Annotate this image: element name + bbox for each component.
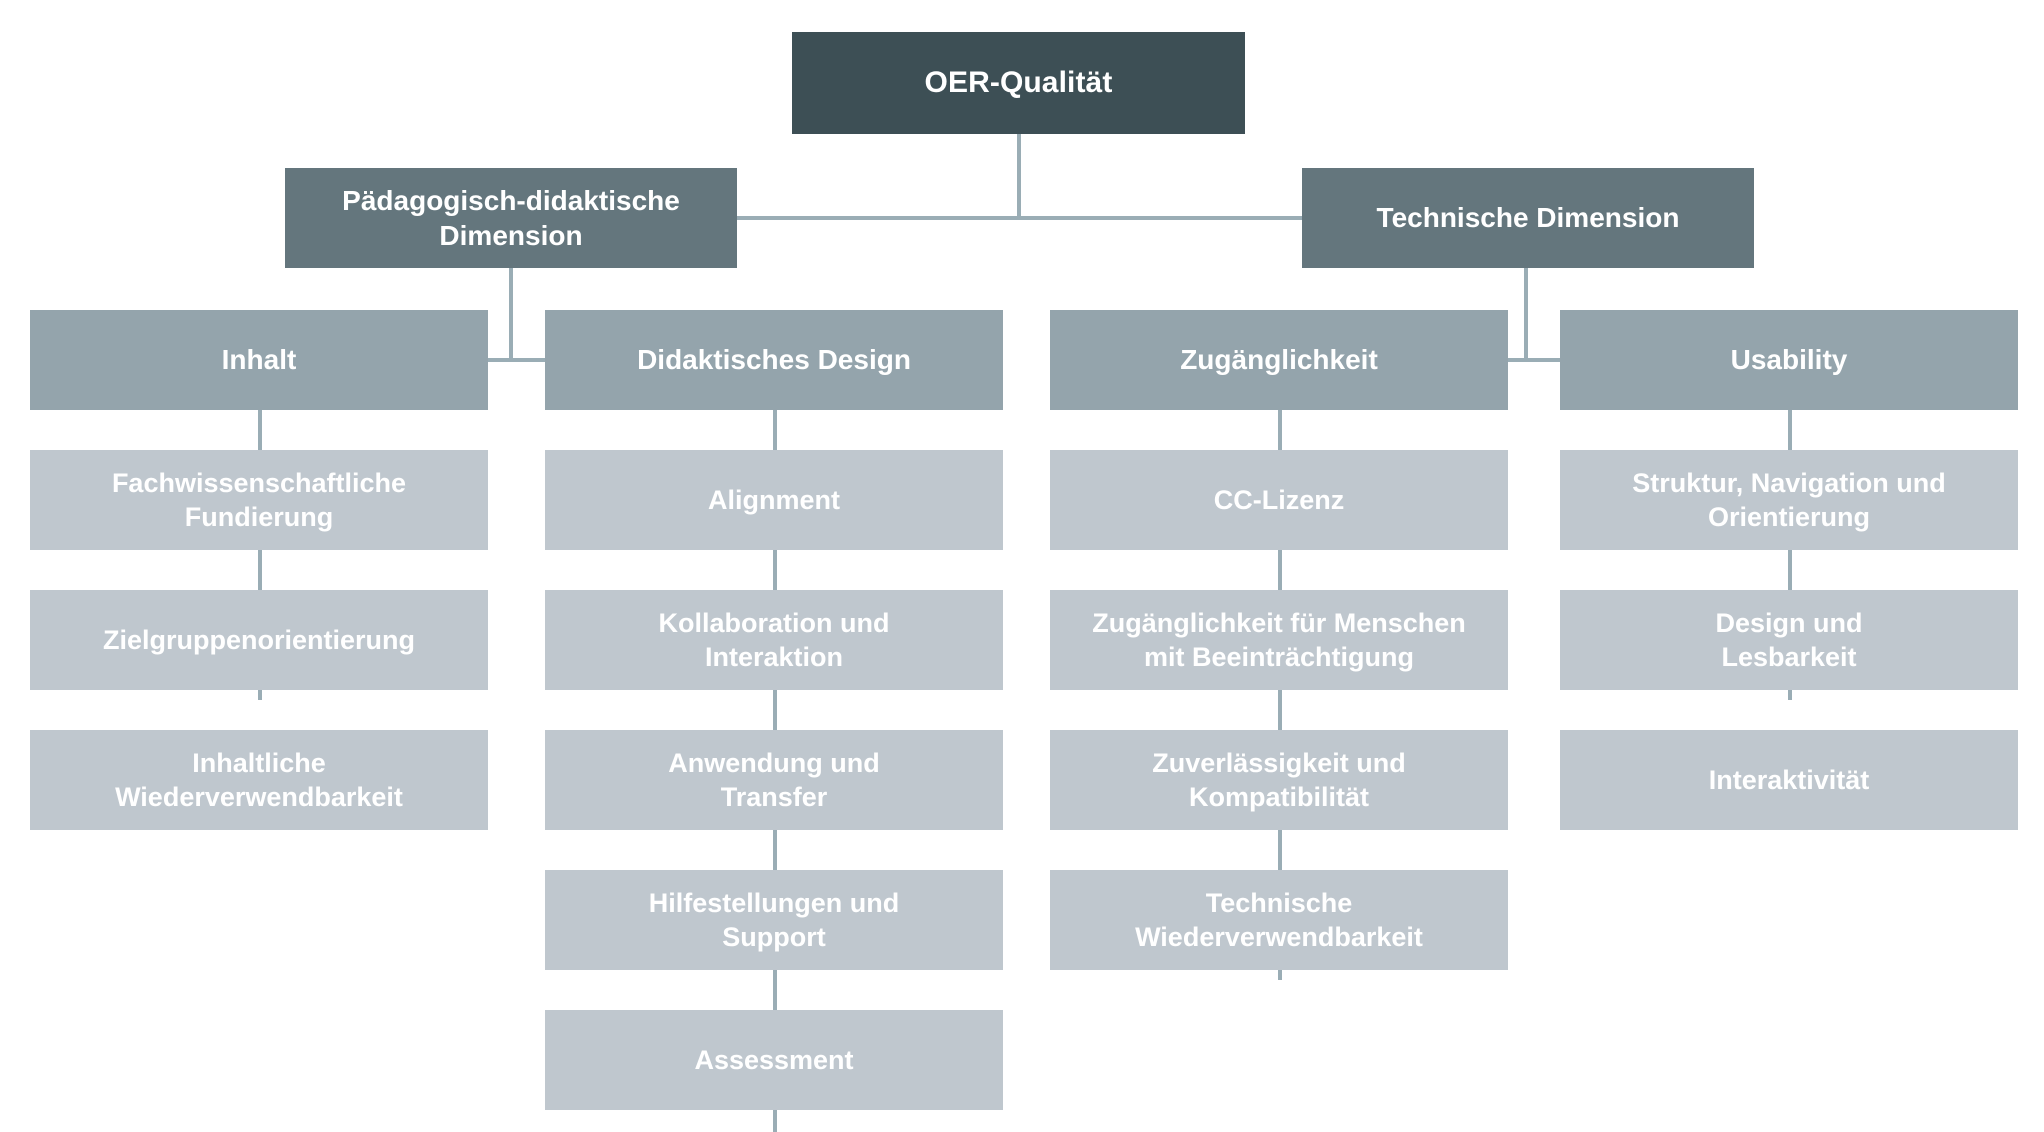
node-item-label: Zielgruppenorientierung — [102, 624, 415, 655]
node-category-inhalt-label: Inhalt — [221, 344, 297, 376]
node-item[interactable]: Zuverlässigkeit und Kompatibilität — [1050, 730, 1508, 830]
connector-root-down — [1017, 134, 1021, 220]
connector-paed-down — [509, 268, 513, 360]
node-item-label: Anwendung und Transfer — [668, 747, 880, 812]
node-category-usability[interactable]: Usability — [1560, 310, 2018, 410]
connector-dimension-spine — [737, 216, 1302, 220]
node-item[interactable]: Design und Lesbarkeit — [1560, 590, 2018, 690]
connector-tech-tbar — [1503, 358, 1563, 362]
node-item-label: Kollaboration und Interaktion — [658, 607, 890, 672]
node-category-usability-label: Usability — [1730, 344, 1848, 376]
connector-paed-tbar — [488, 358, 548, 362]
node-item[interactable]: Inhaltliche Wiederverwendbarkeit — [30, 730, 488, 830]
node-root-label: OER-Qualität — [924, 66, 1113, 100]
node-item[interactable]: Struktur, Navigation und Orientierung — [1560, 450, 2018, 550]
node-item[interactable]: Kollaboration und Interaktion — [545, 590, 1003, 690]
node-category-didaktisches-design-label: Didaktisches Design — [637, 344, 911, 376]
node-root[interactable]: OER-Qualität — [792, 32, 1245, 134]
node-item-label: Inhaltliche Wiederverwendbarkeit — [115, 747, 403, 812]
node-item[interactable]: Anwendung und Transfer — [545, 730, 1003, 830]
node-item[interactable]: Zugänglichkeit für Menschen mit Beeinträ… — [1050, 590, 1508, 690]
node-category-inhalt[interactable]: Inhalt — [30, 310, 488, 410]
node-dimension-paedagogisch-label: Pädagogisch-didaktische Dimension — [342, 184, 680, 251]
node-item-label: Zugänglichkeit für Menschen mit Beeinträ… — [1092, 607, 1466, 672]
connector-column-1 — [258, 410, 262, 700]
node-item-label: Fachwissenschaftliche Fundierung — [111, 467, 407, 532]
node-item-label: Alignment — [708, 484, 840, 515]
node-item-label: Interaktivität — [1708, 764, 1870, 795]
node-item-label: Hilfestellungen und Support — [648, 887, 900, 952]
connector-column-4 — [1788, 410, 1792, 700]
node-item[interactable]: Interaktivität — [1560, 730, 2018, 830]
node-dimension-technische-label: Technische Dimension — [1376, 202, 1680, 234]
node-category-zugaenglichkeit[interactable]: Zugänglichkeit — [1050, 310, 1508, 410]
node-item[interactable]: Technische Wiederverwendbarkeit — [1050, 870, 1508, 970]
node-item[interactable]: Assessment — [545, 1010, 1003, 1110]
node-item[interactable]: Fachwissenschaftliche Fundierung — [30, 450, 488, 550]
node-dimension-technische[interactable]: Technische Dimension — [1302, 168, 1754, 268]
node-item-label: CC-Lizenz — [1213, 484, 1345, 515]
node-item-label: Zuverlässigkeit und Kompatibilität — [1152, 747, 1406, 812]
node-item[interactable]: CC-Lizenz — [1050, 450, 1508, 550]
node-category-zugaenglichkeit-label: Zugänglichkeit — [1180, 344, 1378, 376]
node-item-label: Design und Lesbarkeit — [1715, 607, 1863, 672]
node-item-label: Assessment — [694, 1044, 854, 1075]
connector-tech-down — [1524, 268, 1528, 360]
node-item[interactable]: Hilfestellungen und Support — [545, 870, 1003, 970]
node-category-didaktisches-design[interactable]: Didaktisches Design — [545, 310, 1003, 410]
node-item-label: Struktur, Navigation und Orientierung — [1632, 467, 1946, 532]
connector-column-3 — [1278, 410, 1282, 980]
node-item-label: Technische Wiederverwendbarkeit — [1135, 887, 1423, 952]
node-item[interactable]: Zielgruppenorientierung — [30, 590, 488, 690]
node-item[interactable]: Alignment — [545, 450, 1003, 550]
node-dimension-paedagogisch[interactable]: Pädagogisch-didaktische Dimension — [285, 168, 737, 268]
